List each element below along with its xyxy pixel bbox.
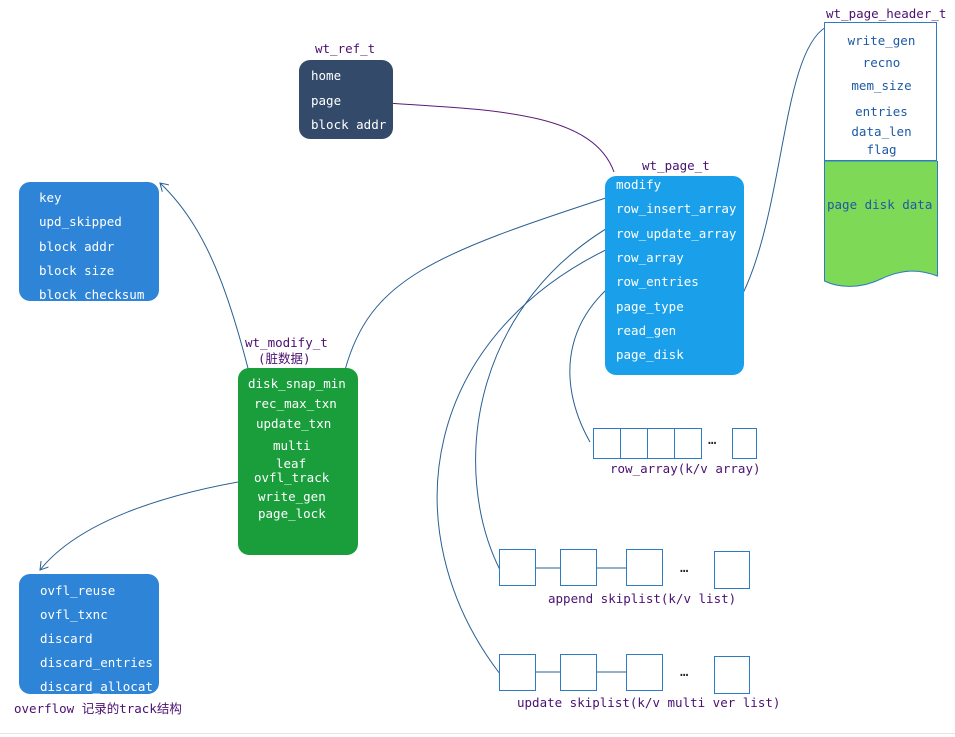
page-disk-data-shape xyxy=(824,161,938,287)
wt-modify-field: leaf xyxy=(276,456,307,471)
wt-ref-field: home xyxy=(311,68,342,83)
insert-array-connector xyxy=(475,217,626,571)
wt-ref-field: block addr xyxy=(311,117,387,132)
update-list-ellipsis: … xyxy=(680,664,690,680)
wt-ref-field: page xyxy=(311,93,342,108)
page-header-title: wt_page_header_t xyxy=(826,6,947,21)
modify-to-wt-modify-connector xyxy=(344,194,616,371)
wt-page-field: modify xyxy=(616,177,662,192)
overflow-caption: overflow 记录的track结构 xyxy=(14,701,182,716)
update-list-node xyxy=(626,654,663,691)
wt-modify-box: disk_snap_min rec_max_txn update_txn mul… xyxy=(238,368,358,555)
wt-page-field: page_disk xyxy=(616,347,684,362)
wt-modify-field: multi xyxy=(273,438,311,453)
update-list-node xyxy=(560,654,597,691)
append-list-ellipsis: … xyxy=(680,560,690,576)
update-array-connector xyxy=(436,240,626,675)
wt-modify-field: update_txn xyxy=(256,416,332,431)
append-list-node xyxy=(499,549,536,586)
overflow-field: discard xyxy=(40,631,93,646)
wt-page-field: page_type xyxy=(616,299,684,314)
block-info-field: upd_skipped xyxy=(39,214,122,229)
page-header-field: data_len xyxy=(851,124,912,139)
row-array-cell xyxy=(732,428,757,459)
row-array-cell xyxy=(647,428,675,459)
wt-ref-title: wt_ref_t xyxy=(315,41,376,56)
overflow-track-box: ovfl_reuse ovfl_txnc discard discard_ent… xyxy=(19,574,159,694)
row-array-label: row_array(k/v array) xyxy=(610,461,761,476)
append-list-node xyxy=(626,549,663,586)
wt-modify-subtitle: (脏数据) xyxy=(258,351,311,366)
wt-modify-field: rec_max_txn xyxy=(254,396,337,411)
wt-page-field: row_insert_array xyxy=(616,201,737,216)
wt-modify-field: disk_snap_min xyxy=(248,376,346,391)
wt-modify-title: wt_modify_t xyxy=(245,335,328,350)
block-info-field: block size xyxy=(39,263,115,278)
block-info-box: key upd_skipped block addr block size bl… xyxy=(19,182,159,302)
wt-page-title: wt_page_t xyxy=(642,158,710,173)
wt-page-field: row_update_array xyxy=(616,226,737,241)
row-array-cell xyxy=(674,428,702,459)
wt-modify-field: page_lock xyxy=(258,506,326,521)
row-array-cell xyxy=(593,428,621,459)
wt-ref-box: home page block addr xyxy=(299,60,393,139)
page-header-field: mem_size xyxy=(851,78,912,93)
append-list-node xyxy=(714,551,750,589)
page-header-box: write_gen recno mem_size entries data_le… xyxy=(824,22,937,161)
overflow-field: ovfl_reuse xyxy=(40,583,116,598)
page-disk-data-label: page disk data xyxy=(827,197,933,212)
page-header-field: entries xyxy=(855,104,908,119)
update-list-label: update skiplist(k/v multi ver list) xyxy=(517,695,781,710)
bottom-divider xyxy=(0,733,955,734)
wt-modify-field: write_gen xyxy=(258,489,326,504)
overflow-field: discard_entries xyxy=(40,655,153,670)
block-info-field: block_checksum xyxy=(39,287,145,302)
append-list-node xyxy=(560,549,597,586)
row-array-cell xyxy=(620,428,648,459)
page-header-field: flag xyxy=(866,142,897,157)
wt-page-box: modify row_insert_array row_update_array… xyxy=(605,176,744,375)
update-list-node xyxy=(499,654,536,691)
block-info-field: block addr xyxy=(39,239,115,254)
ovfl-track-to-overflow-connector xyxy=(40,477,263,570)
page-header-field: write_gen xyxy=(847,33,916,48)
append-list-label: append skiplist(k/v list) xyxy=(548,591,737,606)
update-list-node xyxy=(714,656,750,694)
page-header-field: recno xyxy=(862,55,901,70)
wt-page-field: row_entries xyxy=(616,274,699,289)
overflow-field: ovfl_txnc xyxy=(40,607,108,622)
row-array-ellipsis: … xyxy=(708,432,718,448)
wt-page-field: row_array xyxy=(616,250,684,265)
wt-modify-field: ovfl_track xyxy=(254,470,330,485)
wt-page-field: read_gen xyxy=(616,323,677,338)
overflow-field: discard_allocat xyxy=(40,679,153,694)
block-info-field: key xyxy=(39,190,62,205)
